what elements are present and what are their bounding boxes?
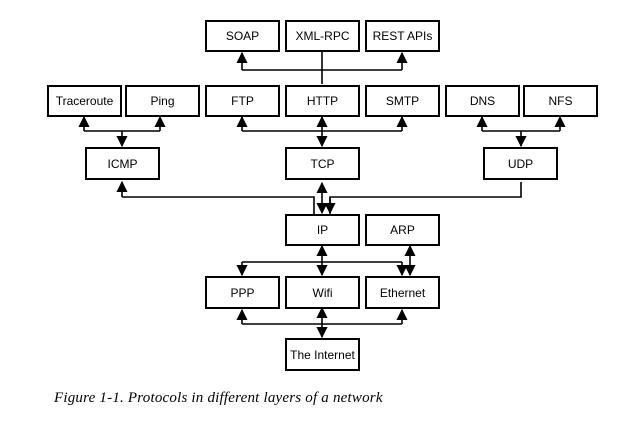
figure-caption: Figure 1-1. Protocols in different layer… (54, 390, 383, 406)
node-soap: SOAP (205, 20, 280, 52)
node-smtp: SMTP (365, 85, 440, 117)
node-xml-rpc: XML-RPC (285, 20, 360, 52)
node-ping: Ping (125, 85, 200, 117)
node-arp: ARP (365, 214, 440, 246)
node-wifi: Wifi (285, 276, 360, 309)
node-ftp: FTP (205, 85, 280, 117)
node-http: HTTP (285, 85, 360, 117)
node-icmp: ICMP (85, 147, 160, 180)
node-traceroute: Traceroute (47, 85, 122, 117)
node-ppp: PPP (205, 276, 280, 309)
connector-ip-udp (329, 182, 522, 214)
node-ethernet: Ethernet (365, 276, 440, 309)
node-dns: DNS (445, 85, 520, 117)
node-rest-apis: REST APIs (365, 20, 440, 52)
connector-ip-icmp (122, 196, 315, 214)
node-the-internet: The Internet (285, 338, 360, 371)
node-tcp: TCP (285, 147, 360, 180)
node-udp: UDP (483, 147, 558, 180)
node-nfs: NFS (523, 85, 598, 117)
node-ip: IP (285, 214, 360, 246)
